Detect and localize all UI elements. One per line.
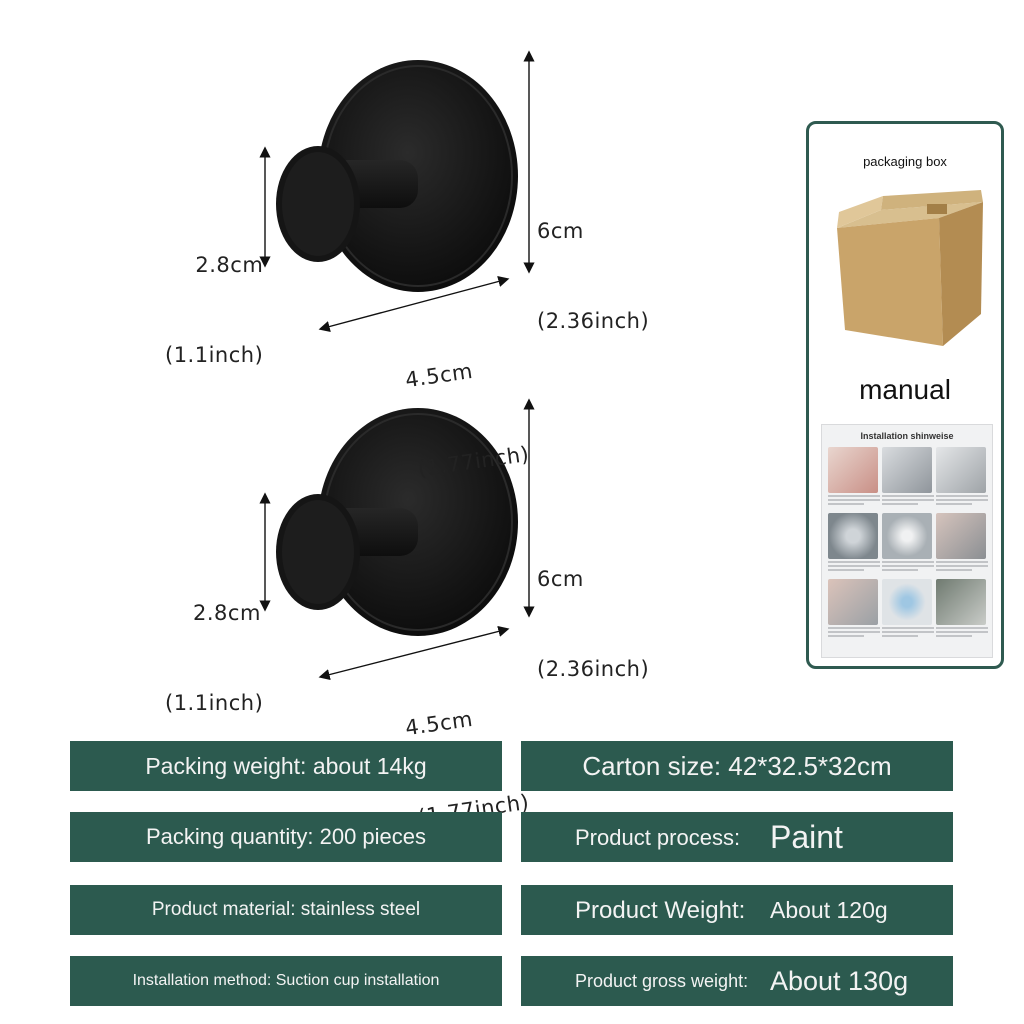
top-width-cm: 4.5cm [403,358,475,393]
bottom-width-cm: 4.5cm [403,706,475,741]
bottom-small-dim-cm: 2.8cm [193,601,261,625]
manual-step-8 [882,579,932,625]
spec-product-weight: Product Weight: About 120g [521,885,953,935]
manual-step-4 [828,513,878,559]
packing-quantity-text: Packing quantity: 200 pieces [145,824,427,849]
product-weight-value: About 120g [770,897,888,923]
top-small-dim-cm: 2.8cm [195,253,264,277]
spec-product-material: Product material: stainless steel [70,885,502,935]
top-hook-image [276,60,518,292]
top-width-dim-line [318,276,510,332]
product-process-value: Paint [770,819,843,855]
manual-step-3 [936,447,986,493]
top-height-cm: 6cm [537,219,584,243]
gross-weight-value: About 130g [770,966,909,996]
manual-step-6 [936,513,986,559]
packing-weight-text: Packing weight: about 14kg [145,752,427,779]
manual-step-9 [936,579,986,625]
accessories-panel: packaging box manual Installation shinwe… [806,121,1004,669]
gross-weight-label: Product gross weight: [575,971,749,991]
top-height-dimension: 6cm (2.36inch) [537,156,649,366]
spec-packing-quantity: Packing quantity: 200 pieces [70,812,502,862]
manual-title: manual [859,374,951,405]
spec-installation-method: Installation method: Suction cup install… [70,956,502,1006]
spec-carton-size: Carton size: 42*32.5*32cm [521,741,953,791]
carton-size-text: Carton size: 42*32.5*32cm [582,750,892,781]
bottom-height-inch: (2.36inch) [537,657,650,681]
top-height-inch: (2.36inch) [537,309,650,333]
bottom-width-dim-line [318,625,510,681]
packaging-box-icon [837,190,983,346]
manual-step-7 [828,579,878,625]
bottom-small-dim-inch: (1.1inch) [165,691,264,715]
manual-heading: Installation shinweise [860,431,954,441]
bottom-small-dimension: 2.8cm (1.1inch) [165,538,263,748]
spec-product-process: Product process: Paint [521,812,953,862]
product-material-text: Product material: stainless steel [151,899,421,920]
manual-image: Installation shinweise [821,424,993,658]
top-small-dim-inch: (1.1inch) [165,343,264,367]
product-process-label: Product process: [575,825,741,850]
bottom-height-cm: 6cm [537,567,584,591]
top-small-dimension: 2.8cm (1.1inch) [165,190,263,400]
installation-method-text: Installation method: Suction cup install… [132,972,440,989]
top-width-inch: (1.77inch) [416,441,531,482]
product-weight-label: Product Weight: [575,897,746,924]
manual-step-5 [882,513,932,559]
manual-step-2 [882,447,932,493]
bottom-height-dimension: 6cm (2.36inch) [537,504,649,714]
packaging-box-title: packaging box [863,154,947,169]
manual-step-1 [828,447,878,493]
spec-gross-weight: Product gross weight: About 130g [521,956,953,1006]
spec-packing-weight: Packing weight: about 14kg [70,741,502,791]
